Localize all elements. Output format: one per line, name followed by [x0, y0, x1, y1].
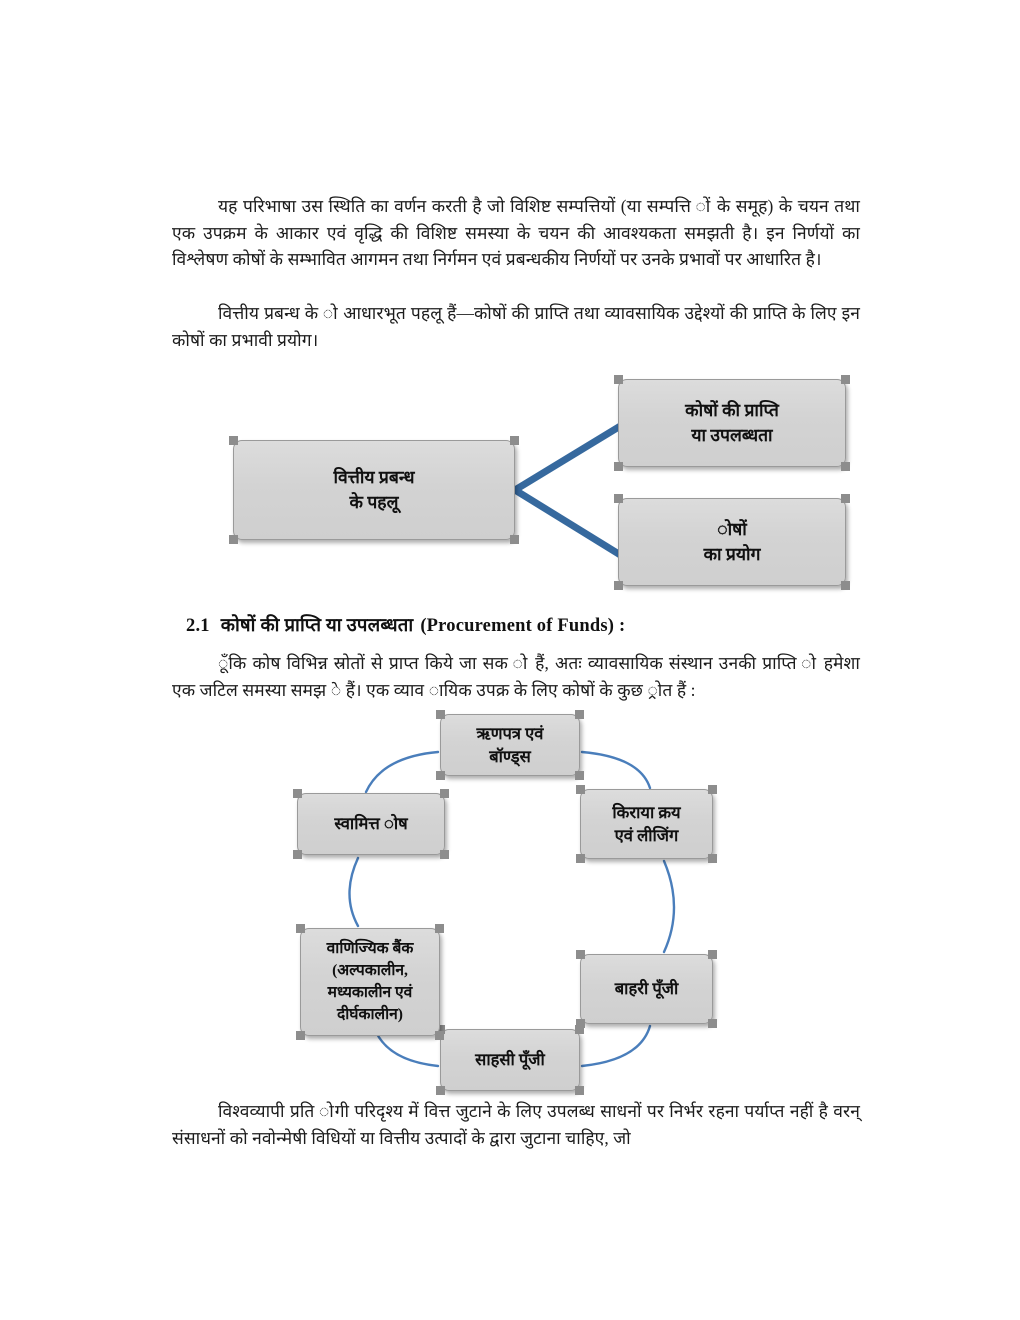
flow-node-procurement-line1: कोषों की प्राप्ति: [685, 400, 779, 421]
cycle-node-debentures-line2: बॉण्ड्स: [489, 747, 531, 766]
arc-ownership-to-debentures: [364, 750, 440, 794]
flow-node-aspects-line1: वित्तीय प्रबन्ध: [333, 467, 415, 488]
paragraph-two-aspects-text: वित्तीय प्रबन्ध के ो आधारभूत पहलू हैं—को…: [172, 303, 860, 350]
cycle-node-hire-line2: एवं लीजिंग: [614, 826, 679, 845]
cycle-node-venture-lines: साहसी पूँजी: [475, 1048, 545, 1071]
flow-node-utilisation-line2: का प्रयोग: [703, 544, 761, 564]
section-number: 2.1: [186, 616, 210, 636]
paragraph-sources-intro-text: ूँकि कोष विभिन्न स्रोतों से प्राप्त किये…: [172, 653, 860, 700]
cycle-node-debentures-lines: ऋणपत्र एवं बॉण्ड्स: [477, 722, 544, 769]
connector-root-to-use: [513, 487, 624, 559]
cycle-node-ownership-funds: स्वामित्त ोष: [293, 789, 449, 859]
paragraph-definition-text: यह परिभाषा उस स्थिति का वर्णन करती है जो…: [172, 196, 860, 269]
cycle-node-commercial-line4: दीर्घकालीन): [336, 1006, 403, 1024]
cycle-node-hire-line1: किराया क्रय: [612, 802, 681, 822]
cycle-node-external-lines: बाहरी पूँजी: [615, 977, 679, 1000]
arc-external-to-venture: [580, 1024, 652, 1068]
arc-commercial-to-ownership: [348, 856, 360, 928]
paragraph-definition: यह परिभाषा उस स्थिति का वर्णन करती है जो…: [172, 193, 860, 273]
paragraph-global-competition-text: विश्वव्यापी प्रति ोगी परिदृश्य में वित्त…: [172, 1101, 860, 1148]
paragraph-two-aspects: वित्तीय प्रबन्ध के ो आधारभूत पहलू हैं—को…: [172, 300, 860, 353]
section-title-hindi: कोषों की प्राप्ति या उपलब्धता: [220, 616, 414, 636]
arc-hire-to-external: [662, 859, 676, 954]
connector-root-to-procurement: [513, 422, 624, 493]
cycle-node-hire-purchase-and-leasing: किराया क्रय एवं लीजिंग: [576, 785, 717, 863]
section-heading-2-1: 2.1 कोषों की प्राप्ति या उपलब्धता (Procure…: [186, 612, 866, 637]
cycle-node-venture-capital: साहसी पूँजी: [436, 1025, 584, 1095]
paragraph-sources-intro: ूँकि कोष विभिन्न स्रोतों से प्राप्त किये…: [172, 650, 860, 703]
arc-debentures-to-hire: [580, 750, 652, 790]
cycle-node-commercial-lines: वाणिज्यिक बैंक (अल्पकालीन, मध्यकालीन एवं…: [327, 938, 414, 1027]
cycle-node-external-line1: बाहरी पूँजी: [614, 979, 679, 999]
flow-node-procurement-of-funds: कोषों की प्राप्ति या उपलब्धता: [614, 375, 850, 471]
section-title-english: (Procurement of Funds) :: [420, 616, 626, 636]
flow-node-utilisation-line1: ोषों: [717, 519, 747, 540]
flow-node-procurement-line2: या उपलब्धता: [691, 425, 773, 445]
flow-node-utilisation-lines: ोषों का प्रयोग: [704, 517, 761, 567]
cycle-node-debentures-line1: ऋणपत्र एवं: [476, 723, 544, 743]
flow-node-aspects-line2: के पहलू: [349, 492, 399, 512]
cycle-node-hire-lines: किराया क्रय एवं लीजिंग: [612, 801, 680, 848]
flow-node-utilisation-of-funds: ोषों का प्रयोग: [614, 494, 850, 590]
flow-node-financial-management-aspects: वित्तीय प्रबन्ध के पहलू: [229, 436, 519, 544]
cycle-node-commercial-line2: (अल्पकालीन,: [332, 961, 408, 979]
cycle-node-ownership-lines: स्वामित्त ोष: [334, 812, 407, 835]
cycle-node-ownership-line1: स्वामित्त ोष: [334, 814, 408, 834]
flow-node-procurement-lines: कोषों की प्राप्ति या उपलब्धता: [685, 398, 779, 448]
cycle-node-commercial-line3: मध्यकालीन एवं: [327, 984, 413, 1001]
cycle-node-external-capital: बाहरी पूँजी: [576, 950, 717, 1028]
cycle-node-commercial-banks: वाणिज्यिक बैंक (अल्पकालीन, मध्यकालीन एवं…: [296, 924, 444, 1040]
paragraph-global-competition: विश्वव्यापी प्रति ोगी परिदृश्य में वित्त…: [172, 1098, 860, 1151]
cycle-node-venture-line1: साहसी पूँजी: [475, 1050, 545, 1070]
arc-venture-to-commercial: [374, 1030, 440, 1068]
cycle-node-commercial-line1: वाणिज्यिक बैंक: [326, 939, 414, 957]
cycle-node-debentures-and-bonds: ऋणपत्र एवं बॉण्ड्स: [436, 710, 584, 780]
flow-node-aspects-lines: वित्तीय प्रबन्ध के पहलू: [334, 465, 415, 515]
